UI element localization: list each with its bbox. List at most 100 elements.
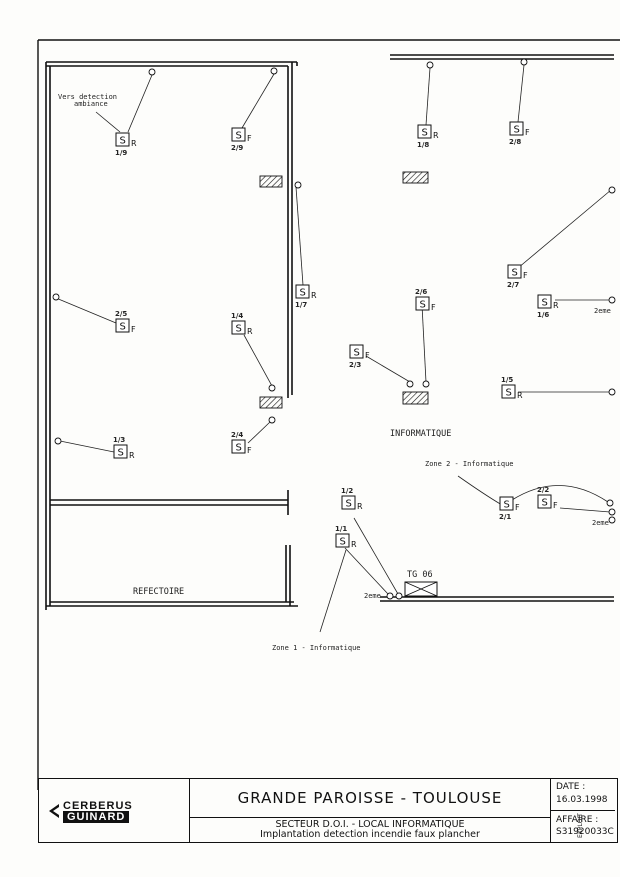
detector-box [507, 264, 522, 279]
detector-type: F [525, 128, 530, 137]
detector-id: 1/5 [501, 376, 513, 384]
tg06-label: TG 06 [407, 570, 433, 580]
detector-type: R [357, 502, 363, 511]
detector-symbol: S [422, 128, 428, 139]
detector-box [231, 127, 246, 142]
detector-box [349, 344, 364, 359]
tg06-panel: TG 06 [404, 570, 438, 597]
deuxieme-label-3: 2eme [364, 592, 381, 600]
subtitle-line-1: SECTEUR D.O.I. - LOCAL INFORMATIQUE [275, 819, 465, 830]
detector-box [537, 494, 552, 509]
detector-symbol: S [354, 348, 360, 359]
detector-symbol: S [340, 537, 346, 548]
detector-id: 1/7 [295, 301, 307, 309]
affaire-value: S31920033C [556, 827, 614, 837]
room-label-refectoire: REFECTOIRE [133, 587, 184, 597]
note-ambiance: ambiance [74, 100, 108, 108]
detector-type: F [365, 351, 370, 360]
detector-symbol: S [542, 498, 548, 509]
detector-type: F [131, 325, 136, 334]
detector-symbol: S [120, 322, 126, 333]
client-title: GRANDE PAROISSE - TOULOUSE [190, 779, 550, 818]
company-logo: CERBERUS GUINARD [39, 779, 190, 842]
deuxieme-label-1: 2eme [594, 307, 611, 315]
detector-box [537, 294, 552, 309]
detector-id: 2/4 [231, 431, 243, 439]
detector-symbol: S [236, 131, 242, 142]
zone2-label: Zone 2 - Informatique [425, 460, 514, 468]
detector-id: 1/8 [417, 141, 429, 149]
detector-box [115, 132, 130, 147]
deuxieme-label-2: 2eme [592, 519, 609, 527]
detector-symbol: S [118, 448, 124, 459]
detector-type: F [523, 271, 528, 280]
detector-symbol: S [504, 500, 510, 511]
date-value: 16.03.1998 [556, 795, 608, 805]
detector-id: 2/5 [115, 310, 127, 318]
detector-type: F [431, 303, 436, 312]
detector-type: R [247, 327, 253, 336]
detector-id: 1/3 [113, 436, 125, 444]
detector-id: 2/1 [499, 513, 511, 521]
detector-type: R [517, 391, 523, 400]
zone1-label: Zone 1 - Informatique [272, 644, 361, 652]
detector-box [231, 439, 246, 454]
detector-type: R [311, 291, 317, 300]
detector-box [415, 296, 430, 311]
wiring [55, 64, 612, 633]
detector-id: 1/6 [537, 311, 549, 319]
detector-id: 2/2 [537, 486, 549, 494]
detector-symbol: S [120, 136, 126, 147]
detector-symbol: S [506, 388, 512, 399]
detector-symbol: S [300, 288, 306, 299]
detector-box [341, 495, 356, 510]
logo-text-top: CERBERUS [63, 800, 133, 812]
detector-box [417, 124, 432, 139]
detector-id: 2/6 [415, 288, 427, 296]
detector-type: R [351, 540, 357, 549]
detector-box [499, 496, 514, 511]
drawing-subtitle: SECTEUR D.O.I. - LOCAL INFORMATIQUE Impl… [190, 818, 550, 844]
detector-box [295, 284, 310, 299]
detector-symbol: S [236, 443, 242, 454]
detector-type: F [515, 503, 520, 512]
detector-type: R [553, 301, 559, 310]
detector-type: R [433, 131, 439, 140]
logo-text-bottom: GUINARD [63, 811, 130, 823]
detector-symbol: S [420, 300, 426, 311]
detector-symbol: S [542, 298, 548, 309]
cerberus-logo-icon [49, 804, 59, 818]
sensor-heads [52, 58, 616, 600]
detector-box [231, 320, 246, 335]
detector-id: 1/1 [335, 525, 347, 533]
pillars [259, 171, 429, 409]
detector-type: R [131, 139, 137, 148]
detector-box [335, 533, 350, 548]
detector-box [501, 384, 516, 399]
detector-id: 1/2 [341, 487, 353, 495]
detector-type: F [247, 446, 252, 455]
subtitle-line-2: Implantation detection incendie faux pla… [260, 829, 480, 840]
detector-type: F [553, 501, 558, 510]
detector-type: R [129, 451, 135, 460]
detector-id: 1/4 [231, 312, 243, 320]
note-vers-detection: Vers detection [58, 93, 117, 101]
